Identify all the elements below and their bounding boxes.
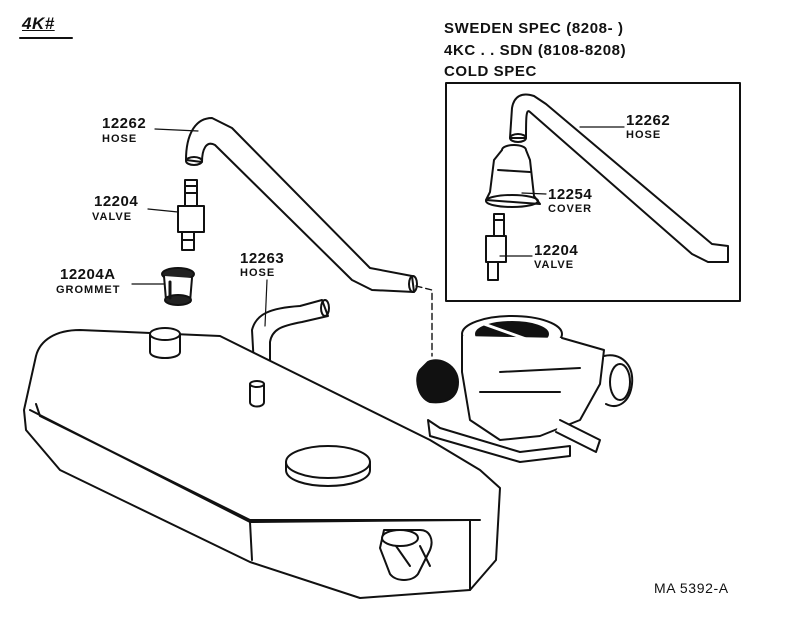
part-name-hose-main: HOSE [102, 133, 138, 145]
valve-main-shape [177, 179, 205, 251]
part-number-cover-box: 12254 [548, 186, 593, 203]
part-name-grommet: GROMMET [56, 284, 121, 296]
leader-hose-main [154, 128, 199, 132]
hose-box-shape [509, 93, 729, 263]
spec-line-2: 4KC . . SDN (8108-8208) [444, 42, 627, 59]
part-name-valve-box: VALVE [534, 259, 575, 271]
grommet-shape [161, 267, 195, 306]
leader-valve-main [147, 208, 179, 213]
diagram-code: MA 5392-A [654, 580, 729, 596]
part-number-hose-small: 12263 [240, 250, 285, 267]
part-name-hose-small: HOSE [240, 267, 276, 279]
valve-cover-shape [23, 327, 501, 599]
part-number-grommet: 12204A [60, 266, 116, 283]
part-name-valve-main: VALVE [92, 211, 133, 223]
part-number-hose-box: 12262 [626, 112, 671, 129]
spec-box-frame [445, 82, 741, 302]
carburetor-shape [416, 315, 634, 463]
leader-hose-small [264, 279, 268, 327]
part-number-valve-box: 12204 [534, 242, 579, 259]
hose-main-shape [185, 117, 418, 293]
part-name-hose-box: HOSE [626, 129, 662, 141]
part-number-hose-main: 12262 [102, 115, 147, 132]
spec-line-3: COLD SPEC [444, 63, 537, 80]
cover-box-shape [485, 144, 541, 208]
dashed-connector [415, 285, 433, 357]
valve-box-shape [485, 213, 507, 281]
part-number-valve-main: 12204 [94, 193, 139, 210]
leader-cover-box [521, 192, 547, 195]
model-code-label: 4K# [22, 14, 55, 33]
spec-line-1: SWEDEN SPEC (8208- ) [444, 20, 624, 37]
part-name-cover-box: COVER [548, 203, 593, 215]
